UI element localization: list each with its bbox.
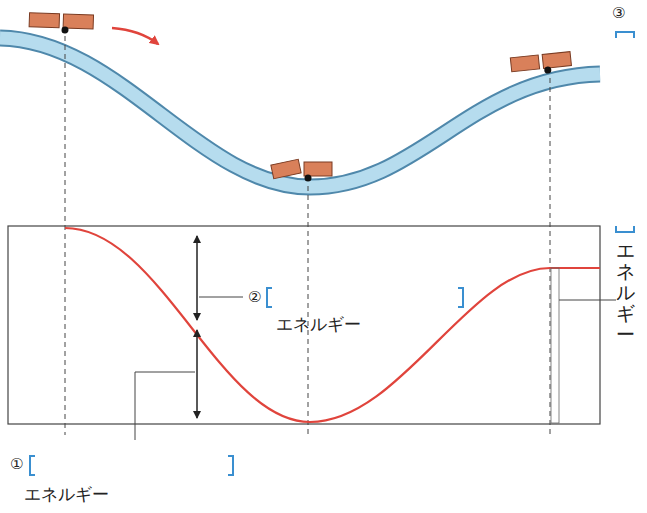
track-edge: [0, 38, 600, 187]
blank-bracket: [616, 226, 634, 232]
leader-line: [199, 297, 243, 298]
blank-bracket: [267, 288, 272, 307]
guide-line: [550, 78, 551, 435]
track: [0, 38, 600, 187]
chart-frame: [8, 226, 600, 424]
blank-bracket: [616, 32, 634, 38]
blank-bracket: [228, 456, 233, 475]
cart: [29, 13, 94, 35]
dimension-arrow: [197, 236, 198, 320]
guide-line: [65, 36, 66, 435]
dimension-arrow: [197, 330, 198, 418]
energy-label: エネルギー: [616, 240, 635, 344]
energy-label: エネルギー: [276, 314, 361, 334]
callout-number: ③: [612, 4, 625, 22]
guide-line: [308, 186, 309, 435]
blank-bracket: [458, 288, 463, 307]
cart: [510, 52, 572, 78]
dimension-arrow: [197, 330, 198, 418]
bracket-bar: [551, 268, 559, 423]
leader-line: [559, 300, 616, 301]
callout-number: ①: [10, 455, 23, 473]
leader-line: [135, 372, 195, 440]
callout-number: ②: [248, 288, 261, 306]
blank-bracket: [30, 456, 35, 475]
motion-arrow: [112, 28, 158, 44]
cart: [271, 159, 332, 181]
dimension-arrow: [197, 236, 198, 320]
energy-label: エネルギー: [24, 484, 109, 504]
energy-curve: [65, 228, 600, 422]
